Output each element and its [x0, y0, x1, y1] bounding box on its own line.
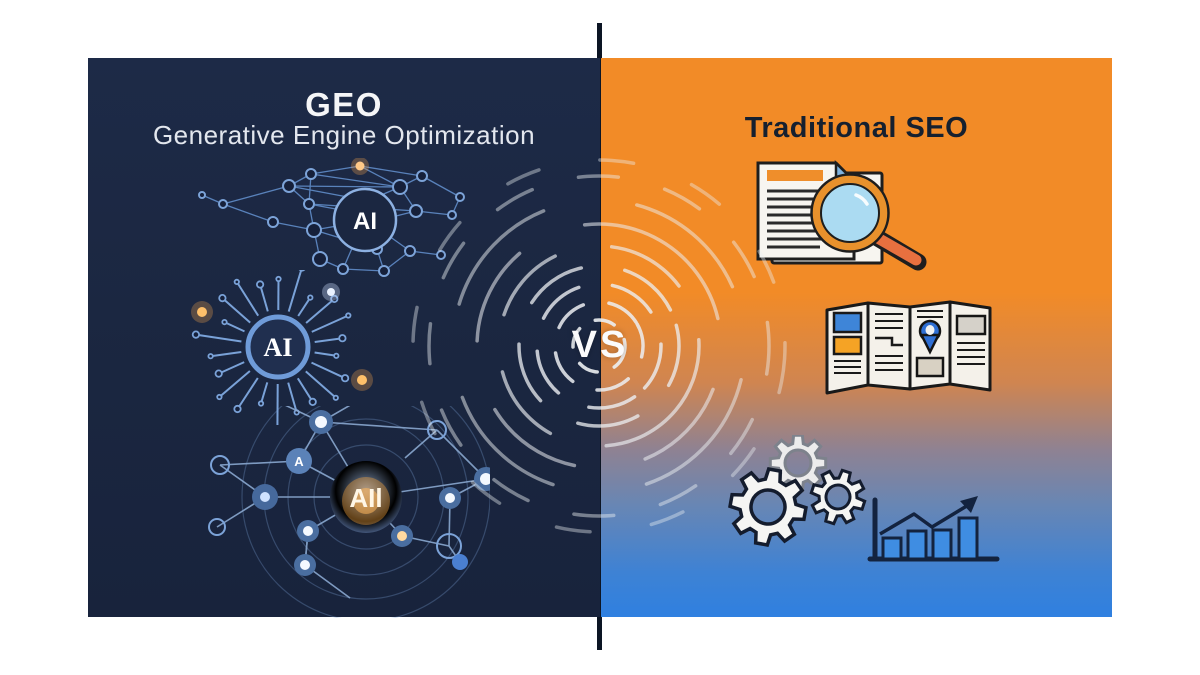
circuit-ray	[314, 351, 337, 357]
document-magnifier-icon	[756, 159, 927, 271]
circuit-node	[332, 394, 339, 401]
circuit-node	[338, 334, 347, 343]
geo-title: GEO	[305, 86, 383, 123]
circuit-ray	[314, 337, 343, 343]
circuit-ray	[195, 333, 242, 343]
node-a-label: A	[294, 454, 304, 469]
circuit-node	[221, 318, 228, 326]
ai-label: AI	[264, 333, 293, 362]
brochure-icon	[825, 300, 992, 395]
circuit-ray	[305, 298, 335, 324]
circuit-node	[308, 397, 317, 406]
circuit-ray	[297, 297, 312, 317]
gear-small-right	[809, 468, 867, 526]
circuit-ray	[287, 270, 303, 312]
gears-icon	[728, 435, 867, 547]
circuit-ray	[218, 370, 251, 398]
circuit-node	[233, 278, 240, 285]
circuit-node	[298, 270, 306, 272]
circuit-node	[257, 400, 265, 407]
circuit-node	[191, 330, 201, 339]
glow-dot	[357, 375, 367, 385]
circuit-node	[345, 312, 352, 319]
glow-dot	[355, 161, 365, 171]
ai-label: AI	[353, 208, 377, 235]
growth-chart-icon	[867, 496, 1000, 562]
geo-panel: GEO Generative Engine Optimization	[88, 58, 600, 618]
doc-header-bar	[767, 170, 823, 181]
circuit-node	[333, 352, 340, 359]
seo-panel: Traditional SEO	[601, 58, 1112, 617]
ai-circuit-burst-icon: AI	[191, 270, 373, 425]
circuit-ray	[311, 314, 349, 333]
circuit-ray	[235, 281, 260, 317]
circuit-node	[341, 374, 350, 383]
seo-title: Traditional SEO	[744, 112, 969, 144]
magnifier-handle	[870, 231, 922, 266]
circuit-node	[218, 293, 227, 303]
circuit-ray	[260, 382, 269, 404]
glow-dot	[197, 307, 207, 317]
circuit-ray	[210, 351, 242, 358]
trend-arrow	[960, 496, 978, 513]
circuit-node	[216, 393, 223, 401]
versus-label: VS	[571, 324, 629, 366]
circuit-node	[214, 369, 223, 378]
ai-orbital-network-icon: A AIl	[208, 406, 490, 618]
circuit-node	[307, 294, 314, 301]
circuit-node	[330, 294, 339, 303]
circuit-ray	[259, 284, 269, 312]
circuit-ray	[296, 377, 314, 403]
gear-small-top	[768, 435, 828, 493]
circuit-ray	[287, 382, 298, 413]
ai-network-mesh-icon: AI	[198, 158, 465, 277]
circuit-ray	[224, 321, 245, 333]
geo-subtitle: Generative Engine Optimization	[152, 120, 536, 150]
circuit-rays	[191, 270, 352, 425]
glow-dot	[327, 288, 335, 296]
circuit-ray	[305, 370, 337, 399]
magnifier-lens	[820, 183, 880, 243]
circuit-ray	[311, 361, 346, 380]
circuit-node	[233, 404, 242, 414]
ai-node-circle	[245, 314, 311, 380]
circuit-ray	[218, 361, 245, 375]
trend-line	[879, 502, 971, 536]
ai-node-circle	[332, 187, 398, 253]
circuit-node	[275, 275, 282, 283]
circuit-node	[256, 280, 265, 289]
circuit-ray	[236, 377, 259, 410]
circuit-node	[207, 353, 214, 360]
ai-label: AIl	[349, 483, 382, 513]
circuit-ray	[221, 297, 251, 324]
